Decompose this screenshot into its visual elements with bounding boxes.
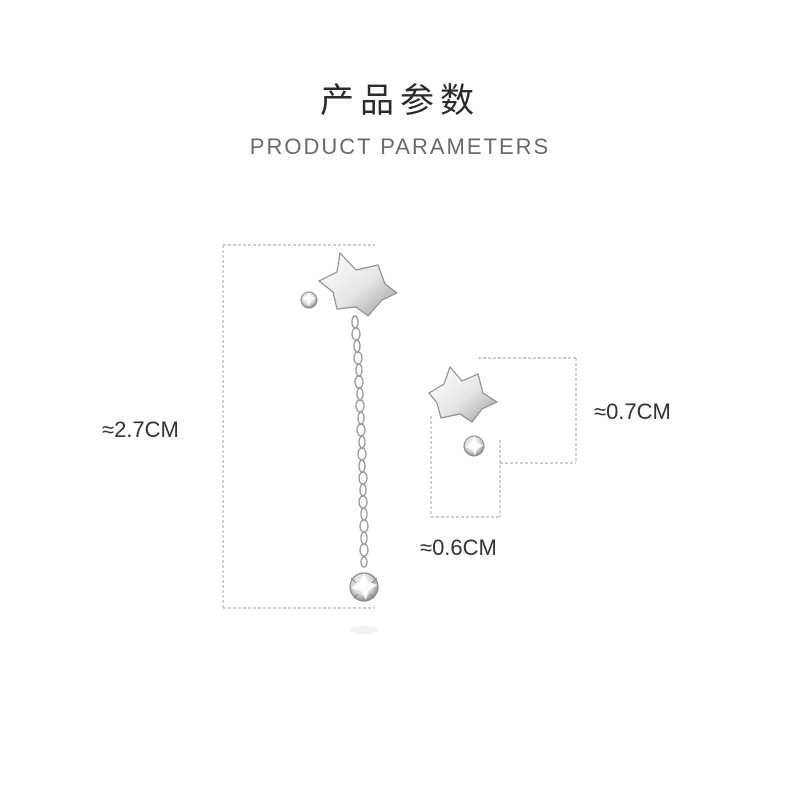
long-earring-length-label: ≈2.7CM bbox=[102, 417, 179, 442]
stud-height-label: ≈0.7CM bbox=[594, 399, 671, 424]
star-stud-earring-icon bbox=[428, 366, 498, 457]
stud-height-dimension-box bbox=[478, 357, 577, 464]
page-title: 产品参数 bbox=[320, 81, 480, 121]
stud-width-dimension-box bbox=[430, 416, 501, 518]
long-earring-dimension-box bbox=[222, 244, 375, 609]
stud-width-label: ≈0.6CM bbox=[420, 535, 497, 560]
star-chain-earring-icon bbox=[300, 252, 398, 634]
page-subtitle: PRODUCT PARAMETERS bbox=[249, 134, 551, 159]
